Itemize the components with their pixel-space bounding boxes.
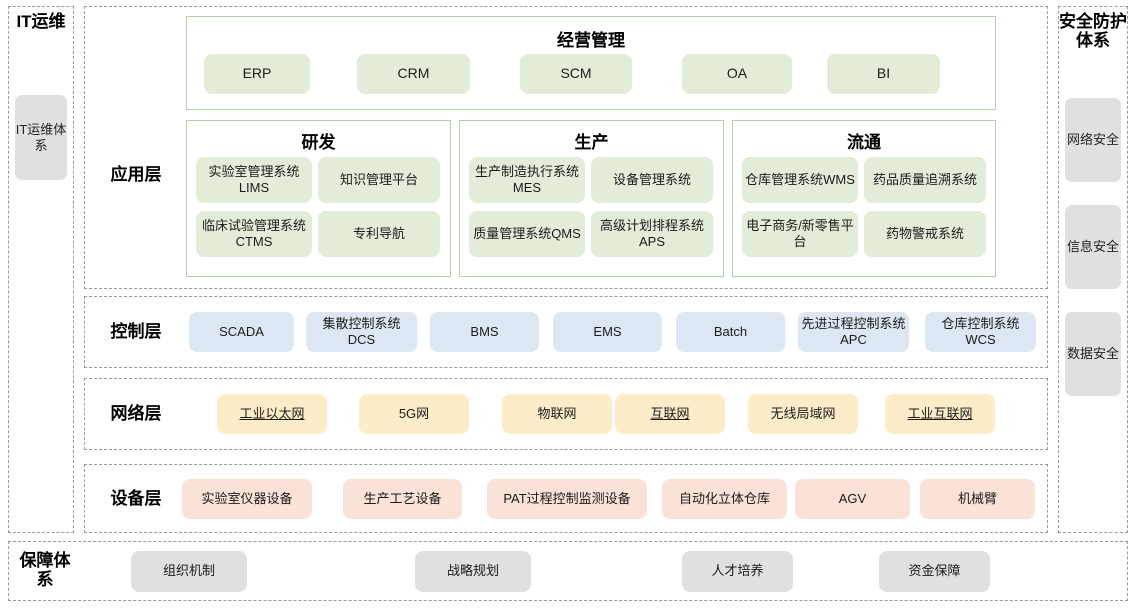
right-column-item-data-security[interactable]: 数据安全 bbox=[1065, 312, 1121, 396]
left-column-item-it-ops[interactable]: IT运维体系 bbox=[15, 95, 67, 180]
support-item-talent[interactable]: 人才培养 bbox=[682, 551, 793, 592]
left-column-frame bbox=[8, 6, 74, 533]
device-item-production-process-equipment[interactable]: 生产工艺设备 bbox=[343, 479, 462, 519]
device-item-robotic-arm[interactable]: 机械臂 bbox=[920, 479, 1035, 519]
control-item-batch[interactable]: Batch bbox=[676, 312, 785, 352]
device-item-lab-instruments[interactable]: 实验室仪器设备 bbox=[182, 479, 312, 519]
app-item-bi[interactable]: BI bbox=[827, 54, 940, 94]
control-item-dcs[interactable]: 集散控制系统DCS bbox=[306, 312, 417, 352]
app-item-drug-quality-traceability[interactable]: 药品质量追溯系统 bbox=[864, 157, 986, 203]
group-production-title: 生产 bbox=[574, 133, 609, 152]
group-rnd-title: 研发 bbox=[301, 133, 336, 152]
control-layer-label: 控制层 bbox=[110, 322, 162, 341]
app-item-knowledge-platform[interactable]: 知识管理平台 bbox=[318, 157, 440, 203]
network-item-industrial-ethernet-label: 工业以太网 bbox=[239, 405, 305, 421]
app-item-wms[interactable]: 仓库管理系统WMS bbox=[742, 157, 858, 203]
control-item-wcs[interactable]: 仓库控制系统WCS bbox=[925, 312, 1036, 352]
control-item-ems[interactable]: EMS bbox=[553, 312, 662, 352]
network-item-iot[interactable]: 物联网 bbox=[502, 394, 612, 434]
app-item-oa[interactable]: OA bbox=[682, 54, 792, 94]
app-item-mes[interactable]: 生产制造执行系统MES bbox=[469, 157, 585, 203]
app-item-scm[interactable]: SCM bbox=[520, 54, 632, 94]
device-layer-label: 设备层 bbox=[110, 489, 162, 508]
network-layer-label: 网络层 bbox=[110, 404, 162, 423]
device-item-automated-warehouse[interactable]: 自动化立体仓库 bbox=[662, 479, 787, 519]
device-item-pat-monitoring[interactable]: PAT过程控制监测设备 bbox=[487, 479, 647, 519]
network-item-wlan[interactable]: 无线局域网 bbox=[748, 394, 858, 434]
device-item-agv[interactable]: AGV bbox=[795, 479, 910, 519]
app-item-ctms[interactable]: 临床试验管理系统CTMS bbox=[196, 211, 312, 257]
support-system-title: 保障体系 bbox=[19, 551, 71, 590]
app-item-ecommerce-newretail[interactable]: 电子商务/新零售平台 bbox=[742, 211, 858, 257]
network-item-iot-label: 物联网 bbox=[537, 405, 577, 421]
app-item-pharmacovigilance[interactable]: 药物警戒系统 bbox=[864, 211, 986, 257]
network-item-industrial-internet-label: 工业互联网 bbox=[907, 405, 973, 421]
network-item-5g-label: 5G网 bbox=[398, 405, 430, 421]
group-business-management-title: 经营管理 bbox=[557, 31, 625, 50]
app-item-erp[interactable]: ERP bbox=[204, 54, 310, 94]
control-item-bms[interactable]: BMS bbox=[430, 312, 539, 352]
app-item-equipment-management[interactable]: 设备管理系统 bbox=[591, 157, 713, 203]
network-item-industrial-internet[interactable]: 工业互联网 bbox=[885, 394, 995, 434]
network-item-internet-label: 互联网 bbox=[650, 405, 690, 421]
app-item-patent-navigation[interactable]: 专利导航 bbox=[318, 211, 440, 257]
network-item-internet[interactable]: 互联网 bbox=[615, 394, 725, 434]
right-column-item-information-security[interactable]: 信息安全 bbox=[1065, 205, 1121, 289]
app-item-lims[interactable]: 实验室管理系统LIMS bbox=[196, 157, 312, 203]
network-item-industrial-ethernet[interactable]: 工业以太网 bbox=[217, 394, 327, 434]
network-item-5g[interactable]: 5G网 bbox=[359, 394, 469, 434]
application-layer-label: 应用层 bbox=[110, 165, 162, 184]
app-item-crm[interactable]: CRM bbox=[357, 54, 470, 94]
right-column-item-network-security[interactable]: 网络安全 bbox=[1065, 98, 1121, 182]
support-item-organization[interactable]: 组织机制 bbox=[131, 551, 247, 592]
control-item-scada[interactable]: SCADA bbox=[189, 312, 294, 352]
app-item-aps[interactable]: 高级计划排程系统APS bbox=[591, 211, 713, 257]
left-column-title: IT运维 bbox=[16, 12, 66, 31]
group-distribution-title: 流通 bbox=[847, 133, 881, 152]
right-column-title: 安全防护体系 bbox=[1059, 12, 1127, 51]
network-item-wlan-label: 无线局域网 bbox=[770, 405, 836, 421]
app-item-qms[interactable]: 质量管理系统QMS bbox=[469, 211, 585, 257]
control-item-apc[interactable]: 先进过程控制系统APC bbox=[798, 312, 909, 352]
support-item-funding[interactable]: 资金保障 bbox=[879, 551, 990, 592]
support-item-strategy[interactable]: 战略规划 bbox=[415, 551, 531, 592]
